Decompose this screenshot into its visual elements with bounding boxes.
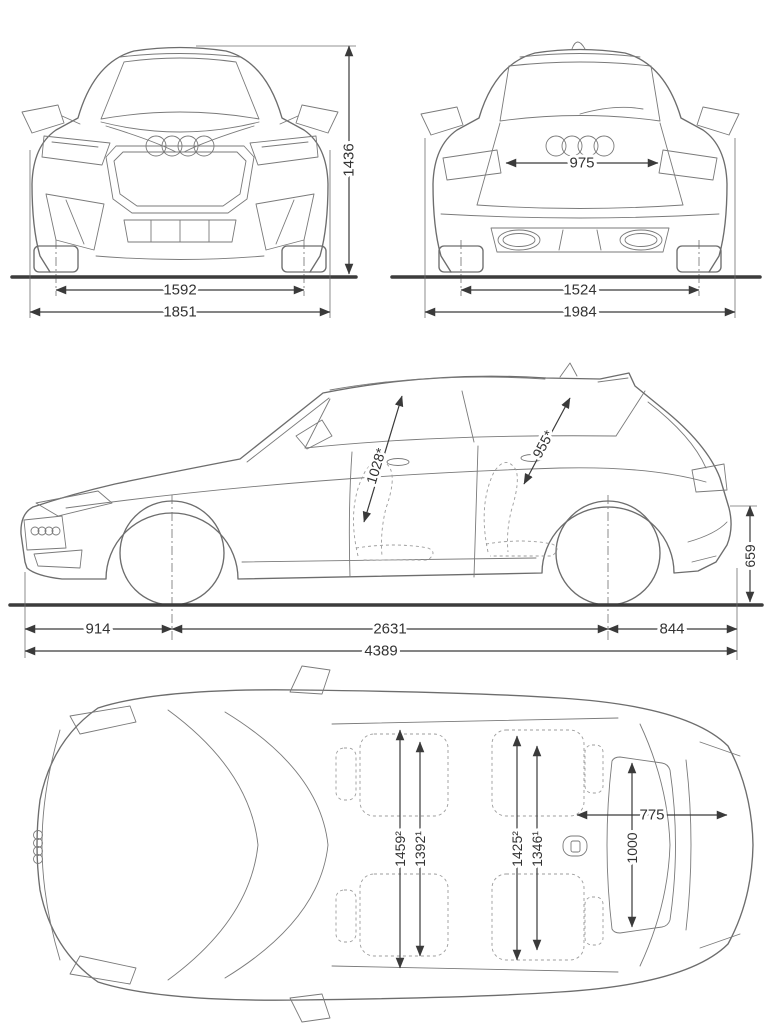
cabin-rear-outer-label: 1425² [509,831,525,867]
front-track-label: 1592 [163,282,196,299]
rear-height-label: 659 [742,544,758,568]
rear-roof-line [519,53,641,58]
dim-cabin-width-front-inner: 1392¹ [409,741,431,957]
overall-length-label: 4389 [364,643,397,660]
front-windshield [100,57,260,120]
rear-overhang-label: 844 [659,621,684,638]
dim-rear-overall-width: 1984 [424,138,736,324]
audi-rings-icon [145,135,215,157]
dim-cabin-width-rear-inner: 1346¹ [526,745,548,951]
side-glasshouse [246,376,646,463]
dim-length-row: 914 2631 844 4389 [24,568,738,663]
top-tail-details [685,741,741,949]
front-view: 1436 1592 1851 [10,45,361,324]
top-windshield [167,709,329,981]
top-left-mirror [289,665,331,695]
tailgate-width-label: 975 [569,155,594,172]
dim-rear-height: 659 [730,505,761,603]
front-car-silhouette [31,46,329,273]
rear-view-car-drawing [390,41,762,296]
dim-front-track-width: 1592 [55,279,305,302]
boot-length-label: 775 [639,807,664,824]
side-view: 1028* 955* 659 914 2631 844 4389 [8,362,764,663]
rear-window [499,61,661,122]
headroom-rear-label: 955* [529,427,557,460]
rear-taillights [442,149,718,181]
boot-width-label: 1000 [624,832,640,863]
rear-width-label: 1984 [563,304,596,321]
front-view-car-drawing [10,46,358,296]
side-rear-details [241,377,728,563]
dim-boot-width: 1000 [621,762,643,928]
exhaust-tips [497,229,663,251]
rear-car-silhouette [432,48,728,273]
dim-tailgate-opening-width: 975 [505,152,659,175]
side-mirror [295,419,333,450]
cabin-rear-inner-label: 1346¹ [529,831,545,867]
front-grille [105,145,255,214]
front-overhang-label: 914 [85,621,110,638]
front-lower-grille [95,219,265,260]
cabin-front-outer-label: 1459² [392,831,408,867]
dim-cabin-width-rear-outer: 1425² [506,735,528,961]
side-view-car-drawing [8,362,764,642]
top-right-mirror [289,993,331,1023]
top-nose-details [33,705,137,985]
front-width-label: 1851 [163,304,196,321]
top-roof [331,717,671,973]
dim-front-overall-width: 1851 [29,150,331,324]
front-roof-line [119,53,241,58]
rear-left-mirror [420,106,464,136]
seatbelt-buckle-icon [562,835,588,857]
dim-front-overall-height: 1436 [196,45,361,275]
side-seats-dashed [353,460,558,561]
dim-cabin-width-front-outer: 1459² [389,729,411,969]
top-view: 1459² 1392¹ 1425² 1346¹ 775 1000 [33,665,754,1023]
rear-track-label: 1524 [563,282,596,299]
front-side-intakes [45,193,315,251]
cabin-front-inner-label: 1392¹ [412,831,428,867]
shark-fin-antenna [559,362,578,378]
rear-view: 975 1524 1984 [390,41,762,324]
front-right-mirror [279,104,339,134]
dim-headroom-front: 1028* [360,395,404,523]
front-hood-creases [100,121,260,153]
dim-headroom-rear: 955* [523,397,571,485]
roof-antenna [571,41,586,50]
dim-boot-length: 775 [576,804,728,827]
audi-rings-icon-top [33,830,43,864]
rear-bumper-diffuser [440,213,720,253]
top-car-silhouette [36,689,754,1001]
boot-opening [606,756,676,934]
top-view-car-drawing [33,665,754,1023]
tailgate-lines [476,122,684,209]
front-height-label: 1436 [341,143,358,176]
side-car-silhouette [20,372,732,580]
front-left-mirror [21,104,81,134]
front-headlights [41,135,319,166]
rear-wiper [579,106,644,115]
audi-rings-icon-rear [545,135,615,157]
wheelbase-label: 2631 [373,621,406,638]
side-front-details [23,467,707,569]
headroom-front-label: 1028* [363,446,389,486]
rear-right-mirror [696,106,740,136]
dim-rear-track-width: 1524 [460,279,700,302]
